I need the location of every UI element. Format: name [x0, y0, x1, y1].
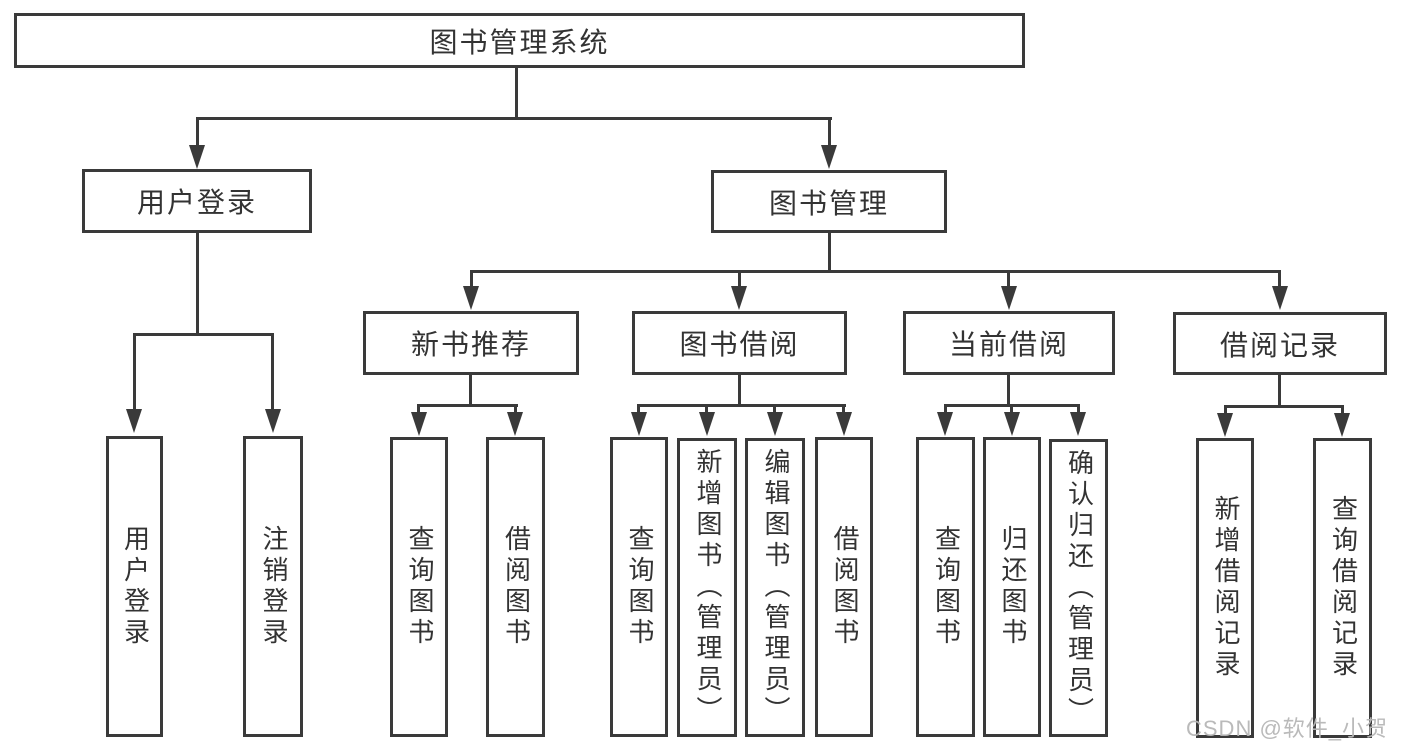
- connector-line: [470, 270, 473, 287]
- node-new-book-recommendation: 新书推荐: [363, 311, 579, 375]
- leaf-query-books-borrowing: 查询图书: [610, 437, 668, 737]
- connector-line: [738, 270, 741, 287]
- arrow-down-icon: [767, 412, 783, 436]
- node-current-borrowing: 当前借阅: [903, 311, 1115, 375]
- node-book-borrowing: 图书借阅: [632, 311, 847, 375]
- arrow-down-icon: [937, 412, 953, 436]
- arrow-down-icon: [699, 412, 715, 436]
- leaf-query-books-recommend: 查询图书: [390, 437, 448, 737]
- leaf-query-borrow-record: 查询借阅记录: [1313, 438, 1372, 738]
- leaf-return-books: 归还图书: [983, 437, 1041, 737]
- connector-line: [1341, 405, 1344, 415]
- connector-line: [1010, 404, 1013, 414]
- connector-line: [944, 404, 947, 414]
- connector-line: [1007, 374, 1010, 407]
- leaf-confirm-return-admin: 确认归还（管理员）: [1049, 439, 1108, 737]
- arrow-down-icon: [507, 412, 523, 436]
- connector-line: [271, 333, 274, 410]
- node-book-management: 图书管理: [711, 170, 947, 233]
- connector-line: [470, 270, 1281, 273]
- leaf-borrow-books-recommend: 借阅图书: [486, 437, 545, 737]
- arrow-down-icon: [1004, 412, 1020, 436]
- arrow-down-icon: [821, 145, 837, 169]
- connector-line: [196, 117, 199, 147]
- connector-line: [133, 333, 136, 410]
- arrow-down-icon: [631, 412, 647, 436]
- node-borrowing-records: 借阅记录: [1173, 312, 1387, 375]
- connector-line: [515, 67, 518, 118]
- leaf-query-books-current: 查询图书: [916, 437, 975, 737]
- arrow-down-icon: [265, 409, 281, 433]
- arrow-down-icon: [126, 409, 142, 433]
- leaf-borrow-books-borrowing: 借阅图书: [815, 437, 873, 737]
- connector-line: [417, 404, 420, 414]
- leaf-edit-books-admin: 编辑图书（管理员）: [745, 438, 805, 737]
- arrow-down-icon: [1217, 413, 1233, 437]
- arrow-down-icon: [836, 412, 852, 436]
- leaf-add-books-admin: 新增图书（管理员）: [677, 438, 737, 737]
- leaf-logout: 注销登录: [243, 436, 303, 737]
- csdn-watermark: CSDN @软件_小贺同学: [1186, 716, 1389, 741]
- connector-line: [828, 232, 831, 273]
- connector-line: [705, 404, 708, 414]
- leaf-add-borrow-record: 新增借阅记录: [1196, 438, 1254, 738]
- node-library-system: 图书管理系统: [14, 13, 1025, 68]
- arrow-down-icon: [189, 145, 205, 169]
- connector-line: [1224, 405, 1227, 415]
- arrow-down-icon: [1272, 286, 1288, 310]
- connector-line: [1224, 405, 1344, 408]
- leaf-user-login: 用户登录: [106, 436, 163, 737]
- connector-line: [196, 117, 832, 120]
- arrow-down-icon: [1334, 413, 1350, 437]
- connector-line: [469, 374, 472, 407]
- connector-line: [842, 404, 845, 414]
- node-user-login: 用户登录: [82, 169, 312, 233]
- arrow-down-icon: [411, 412, 427, 436]
- connector-line: [637, 404, 640, 414]
- connector-line: [773, 404, 776, 414]
- connector-line: [828, 117, 831, 147]
- connector-line: [1007, 270, 1010, 287]
- arrow-down-icon: [1001, 286, 1017, 310]
- connector-line: [1278, 374, 1281, 408]
- arrow-down-icon: [731, 286, 747, 310]
- connector-line: [738, 374, 741, 407]
- connector-line: [196, 232, 199, 335]
- connector-line: [417, 404, 518, 407]
- connector-line: [133, 333, 274, 336]
- connector-line: [514, 404, 517, 414]
- connector-line: [1278, 270, 1281, 287]
- connector-line: [1077, 404, 1080, 414]
- connector-line: [637, 404, 846, 407]
- arrow-down-icon: [463, 286, 479, 310]
- arrow-down-icon: [1070, 412, 1086, 436]
